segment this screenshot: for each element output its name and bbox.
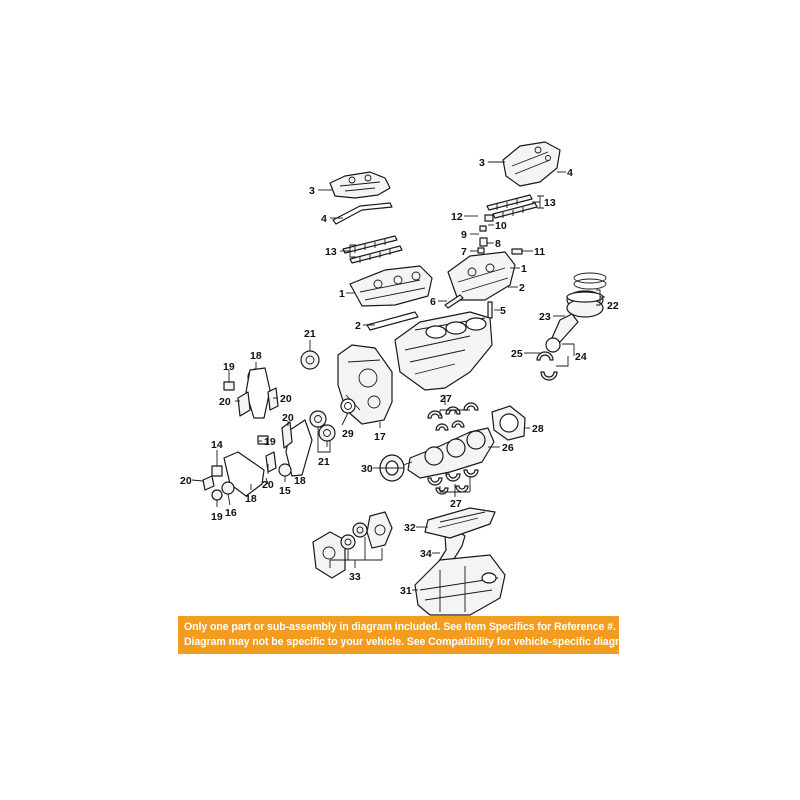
callout-13-right: 13 [544,197,556,209]
callout-20-c: 20 [282,412,294,424]
callout-33: 33 [349,571,361,583]
callout-4-right: 4 [567,167,573,179]
disclaimer-line-2: Diagram may not be specific to your vehi… [184,636,619,648]
callout-3-left: 3 [309,185,315,197]
callout-29: 29 [342,428,354,440]
callout-9: 9 [461,229,467,241]
callout-leaders [191,161,605,591]
chain-guides [202,387,293,491]
callout-28: 28 [532,423,544,435]
callout-31: 31 [400,585,412,597]
windage-tray [424,507,496,539]
callout-17: 17 [374,431,386,443]
callout-21-top: 21 [304,328,316,340]
callout-20-b: 20 [280,393,292,405]
callout-15: 15 [279,485,291,497]
callout-18-bottom: 18 [245,493,257,505]
disclaimer-line-1: Only one part or sub-assembly in diagram… [184,621,616,633]
callout-32: 32 [404,522,416,534]
main-bearings-lower [427,469,479,495]
callout-2-left: 2 [355,320,361,332]
callout-19-mid: 19 [264,436,276,448]
callout-1-left: 1 [339,288,345,300]
callout-5: 5 [500,305,506,317]
connecting-rod [545,313,579,353]
crankshaft [399,427,495,479]
callout-7: 7 [461,246,467,258]
callout-16: 16 [225,507,237,519]
callout-11: 11 [534,246,545,258]
callout-30: 30 [361,463,373,475]
callout-2-right: 2 [519,282,525,294]
callout-19-top: 19 [223,361,235,373]
front-crank-seal [340,398,356,414]
right-valve-cover [502,141,561,187]
callout-24: 24 [575,351,587,363]
callout-22: 22 [607,300,619,312]
callout-21-bottom: 21 [318,456,330,468]
callout-12: 12 [451,211,463,223]
right-camshafts [486,194,538,219]
oil-pan [414,554,506,616]
callout-26: 26 [502,442,514,454]
callout-27-bottom: 27 [450,498,462,510]
chain-tensioners [211,381,292,501]
timing-chains [223,367,313,497]
crank-pulley [379,454,405,482]
engine-block [394,311,493,391]
valve-train-hardware [444,214,523,319]
rod-bearings [536,351,558,381]
callout-14: 14 [211,439,223,451]
disclaimer-banner: Only one part or sub-assembly in diagram… [178,616,619,654]
callout-25: 25 [511,348,523,360]
left-cylinder-head [349,265,433,307]
left-valve-cover-gasket [332,202,393,225]
callout-3-right: 3 [479,157,485,169]
callout-19-bottom: 19 [211,511,223,523]
callout-27-top: 27 [440,393,452,405]
callout-6: 6 [430,296,436,308]
left-valve-cover [329,171,391,199]
callout-20-e: 20 [180,475,192,487]
callout-34: 34 [420,548,432,560]
main-bearings-upper [427,402,479,431]
head-gasket [366,311,419,331]
callout-labels: 3 4 13 1 2 3 4 13 12 10 9 8 7 11 1 2 6 5… [180,157,619,597]
left-camshafts [342,235,403,264]
rear-main-seal [491,405,526,441]
callout-4-left: 4 [321,213,327,225]
callout-13-left: 13 [325,246,337,258]
callout-20-a: 20 [219,396,231,408]
pistons-and-rings [566,272,607,318]
callout-1-right: 1 [521,263,527,275]
callout-20-d: 20 [262,479,274,491]
oil-pump-assembly [312,511,393,579]
callout-18-mid: 18 [294,475,306,487]
callout-23: 23 [539,311,551,323]
right-cylinder-head [447,251,516,301]
callout-10: 10 [495,220,507,232]
callout-8: 8 [495,238,501,250]
callout-18-top: 18 [250,350,262,362]
